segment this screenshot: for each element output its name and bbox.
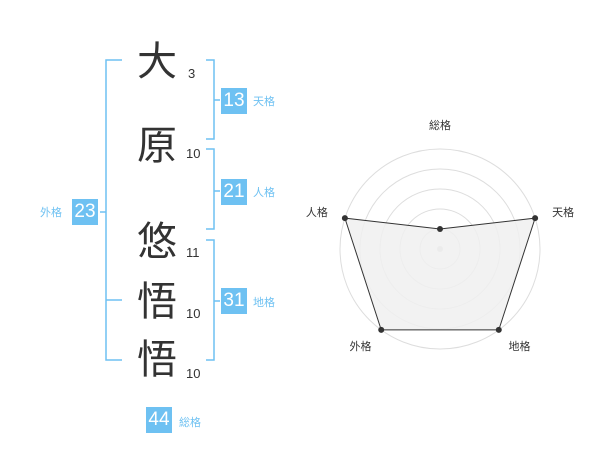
radar-point-4 xyxy=(378,326,385,333)
chikaku-badge: 31 xyxy=(221,288,247,314)
radar-grid-ring xyxy=(339,148,541,350)
name-char-4: 悟 xyxy=(137,279,177,325)
radar-point-5 xyxy=(341,215,348,222)
stroke-count-3: 11 xyxy=(186,245,200,260)
radar-point-2 xyxy=(532,215,539,222)
name-char-3: 悠 xyxy=(137,219,177,265)
radar-axis-label-5: 人格 xyxy=(306,205,328,219)
gaikaku-label: 外格 xyxy=(40,206,62,219)
tenkaku-badge: 13 xyxy=(221,88,247,114)
jinkaku-label: 人格 xyxy=(253,186,275,199)
stroke-count-5: 10 xyxy=(186,366,201,381)
radar-polygon xyxy=(344,217,536,331)
stroke-count-2: 10 xyxy=(186,146,201,161)
stroke-count-1: 3 xyxy=(188,66,196,81)
name-char-2: 原 xyxy=(137,123,177,169)
stroke-count-4: 10 xyxy=(186,306,201,321)
radar-point-3 xyxy=(495,326,502,333)
radar-axis-label-3: 地格 xyxy=(509,339,531,353)
chikaku-bracket xyxy=(206,239,215,361)
radar-axis-label-2: 天格 xyxy=(552,205,574,219)
soukaku-label: 総格 xyxy=(179,416,201,429)
jinkaku-bracket xyxy=(206,148,215,230)
radar-shape xyxy=(341,215,539,333)
name-char-1: 大 xyxy=(137,39,177,85)
name-char-5: 悟 xyxy=(137,337,177,383)
gaikaku-badge: 23 xyxy=(72,199,98,225)
jinkaku-badge: 21 xyxy=(221,179,247,205)
radar-axis-label-1: 総格 xyxy=(429,118,451,132)
radar-axis-label-4: 外格 xyxy=(349,339,371,353)
tenkaku-label: 天格 xyxy=(253,95,275,108)
soukaku-badge: 44 xyxy=(146,407,172,433)
radar-point-1 xyxy=(437,226,443,232)
gaikaku-bracket xyxy=(105,59,122,361)
chikaku-label: 地格 xyxy=(253,296,275,309)
